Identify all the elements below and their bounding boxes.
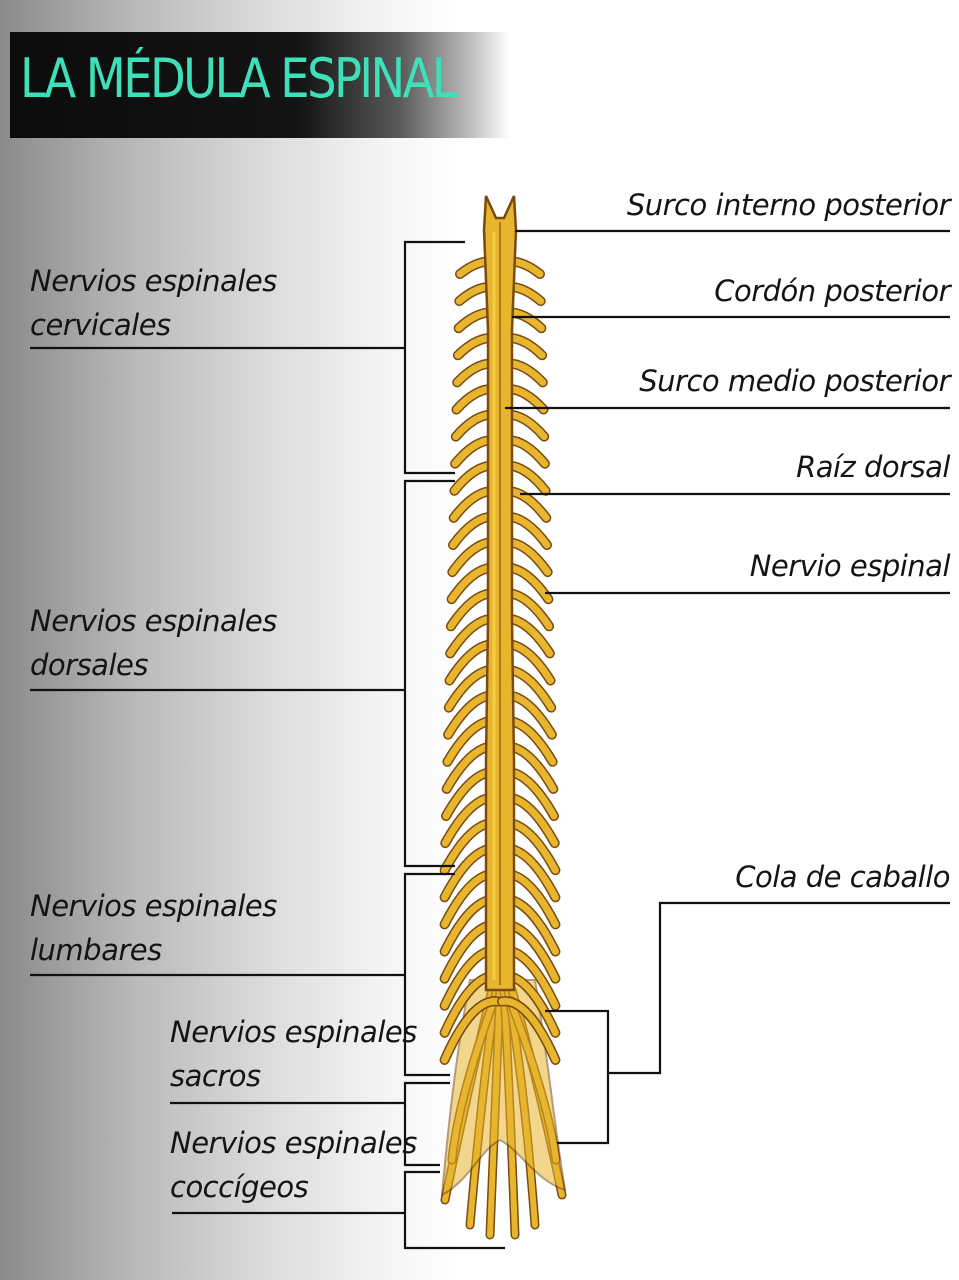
- label-cordon-posterior: Cordón posterior: [714, 277, 950, 306]
- label-cervical-line2: cervicales: [30, 311, 171, 340]
- spinal-cord-illustration: [442, 196, 565, 1235]
- label-dorsal-line2: dorsales: [30, 651, 148, 680]
- label-dorsal-line1: Nervios espinales: [30, 607, 277, 636]
- label-sacral-line2: sacros: [170, 1062, 261, 1091]
- label-lumbar-line2: lumbares: [30, 936, 162, 965]
- leader-cola-caballo: [608, 903, 950, 1073]
- label-coccygeal-line1: Nervios espinales: [170, 1129, 417, 1158]
- label-coccygeal-line2: coccígeos: [170, 1173, 308, 1202]
- label-cervical-line1: Nervios espinales: [30, 267, 277, 296]
- label-nervio-espinal: Nervio espinal: [750, 552, 950, 581]
- label-surco-medio-posterior: Surco medio posterior: [639, 367, 950, 396]
- label-sacral-line1: Nervios espinales: [170, 1018, 417, 1047]
- label-lumbar-line1: Nervios espinales: [30, 892, 277, 921]
- label-raiz-dorsal: Raíz dorsal: [796, 453, 950, 482]
- label-cola-de-caballo: Cola de caballo: [735, 863, 950, 892]
- label-surco-interno-posterior: Surco interno posterior: [627, 191, 950, 220]
